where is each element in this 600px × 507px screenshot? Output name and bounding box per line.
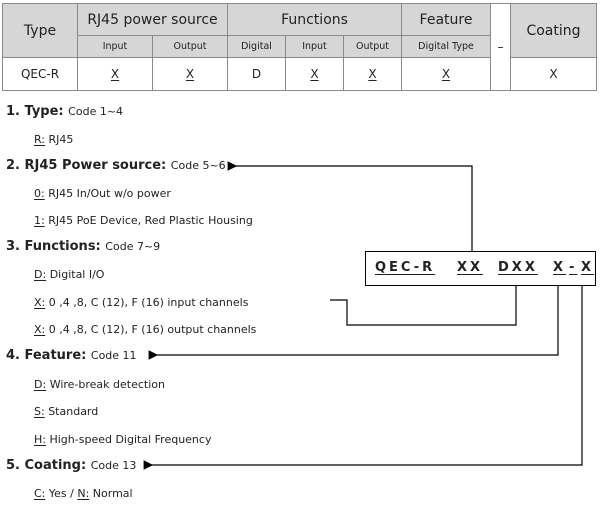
option-text: RJ45: [48, 133, 74, 146]
option-text-normal: Normal: [92, 487, 133, 500]
option-text: RJ45 In/Out w/o power: [48, 187, 171, 200]
option-key-yes: C:: [34, 487, 46, 500]
option-key: D:: [34, 268, 47, 281]
section-type-code: Code 1~4: [68, 105, 124, 118]
feature-option-h: H: High-speed Digital Frequency: [34, 433, 211, 446]
option-text: 0 ,4 ,8, C (12), F (16) input channels: [48, 296, 249, 309]
type-option-r: R: RJ45: [34, 133, 73, 146]
section-feature-code: Code 11: [90, 349, 137, 362]
value-coating: X: [510, 57, 597, 91]
section-functions-heading: 3. Functions: Code 7~9: [6, 239, 160, 254]
rj45-option-0: 0: RJ45 In/Out w/o power: [34, 187, 171, 200]
option-text: RJ45 PoE Device, Red Plastic Housing: [48, 214, 253, 227]
section-coating-heading: 5. Coating: Code 13: [6, 458, 136, 473]
option-key: R:: [34, 133, 46, 146]
section-type-heading: 1. Type: Code 1~4: [6, 104, 123, 119]
value-functions-input: X: [310, 67, 319, 81]
feature-option-s: S: Standard: [34, 405, 98, 418]
option-key: 0:: [34, 187, 45, 200]
functions-option-x-input: X: 0 ,4 ,8, C (12), F (16) input channel…: [34, 296, 248, 309]
header-dash: –: [490, 3, 511, 91]
option-text: Wire-break detection: [49, 378, 165, 391]
subheader-digital: Digital: [227, 35, 286, 58]
section-coating-code: Code 13: [90, 459, 137, 472]
section-feature-title: 4. Feature:: [6, 348, 87, 363]
arrow-rj45: [227, 161, 473, 251]
option-key: H:: [34, 433, 46, 446]
section-rj45-code: Code 5~6: [170, 159, 226, 172]
header-type: Type: [2, 3, 78, 58]
rj45-option-1: 1: RJ45 PoE Device, Red Plastic Housing: [34, 214, 253, 227]
option-text: Digital I/O: [49, 268, 105, 281]
arrow-coating: [143, 286, 583, 470]
option-key: X:: [34, 323, 46, 336]
value-feature: X: [441, 67, 451, 81]
value-rj45-input: X: [110, 67, 120, 81]
value-rj45-output: X: [185, 67, 195, 81]
arrow-feature: [148, 286, 559, 360]
option-key: 1:: [34, 214, 45, 227]
value-type: QEC-R: [2, 57, 78, 91]
ordering-code-table: Type RJ45 power source Functions Feature…: [2, 3, 597, 91]
section-coating-title: 5. Coating:: [6, 458, 87, 473]
section-type-title: 1. Type:: [6, 104, 64, 119]
option-key: X:: [34, 296, 46, 309]
section-functions-title: 3. Functions:: [6, 239, 101, 254]
subheader-rj45-input: Input: [77, 35, 153, 58]
option-key: D:: [34, 378, 47, 391]
coating-options: C: Yes / N: Normal: [34, 487, 133, 500]
option-text: 0 ,4 ,8, C (12), F (16) output channels: [48, 323, 257, 336]
code-part-type: QEC-R: [375, 260, 436, 275]
option-text-yes: Yes /: [48, 487, 78, 500]
option-key-normal: N:: [77, 487, 90, 500]
subheader-functions-input: Input: [285, 35, 344, 58]
subheader-rj45-output: Output: [152, 35, 228, 58]
section-functions-code: Code 7~9: [105, 240, 161, 253]
value-digital: D: [227, 57, 286, 91]
code-part-feature: X: [553, 260, 567, 275]
section-feature-heading: 4. Feature: Code 11: [6, 348, 137, 363]
option-text: Standard: [48, 405, 99, 418]
ordering-code-box: QEC-R XX DXX X - X: [365, 251, 596, 286]
value-functions-output: X: [368, 67, 377, 81]
functions-option-d: D: Digital I/O: [34, 268, 104, 281]
option-text: High-speed Digital Frequency: [49, 433, 212, 446]
code-part-coating: X: [581, 260, 595, 275]
code-part-rj45: XX: [457, 260, 484, 275]
section-rj45-heading: 2. RJ45 Power source: Code 5~6: [6, 158, 226, 173]
feature-option-d: D: Wire-break detection: [34, 378, 165, 391]
code-part-dash: -: [569, 260, 578, 275]
functions-option-x-output: X: 0 ,4 ,8, C (12), F (16) output channe…: [34, 323, 256, 336]
subheader-digital-type: Digital Type: [401, 35, 491, 58]
section-rj45-title: 2. RJ45 Power source:: [6, 158, 167, 173]
code-part-functions: DXX: [498, 260, 538, 275]
arrow-functions: [330, 286, 517, 326]
option-key: S:: [34, 405, 45, 418]
